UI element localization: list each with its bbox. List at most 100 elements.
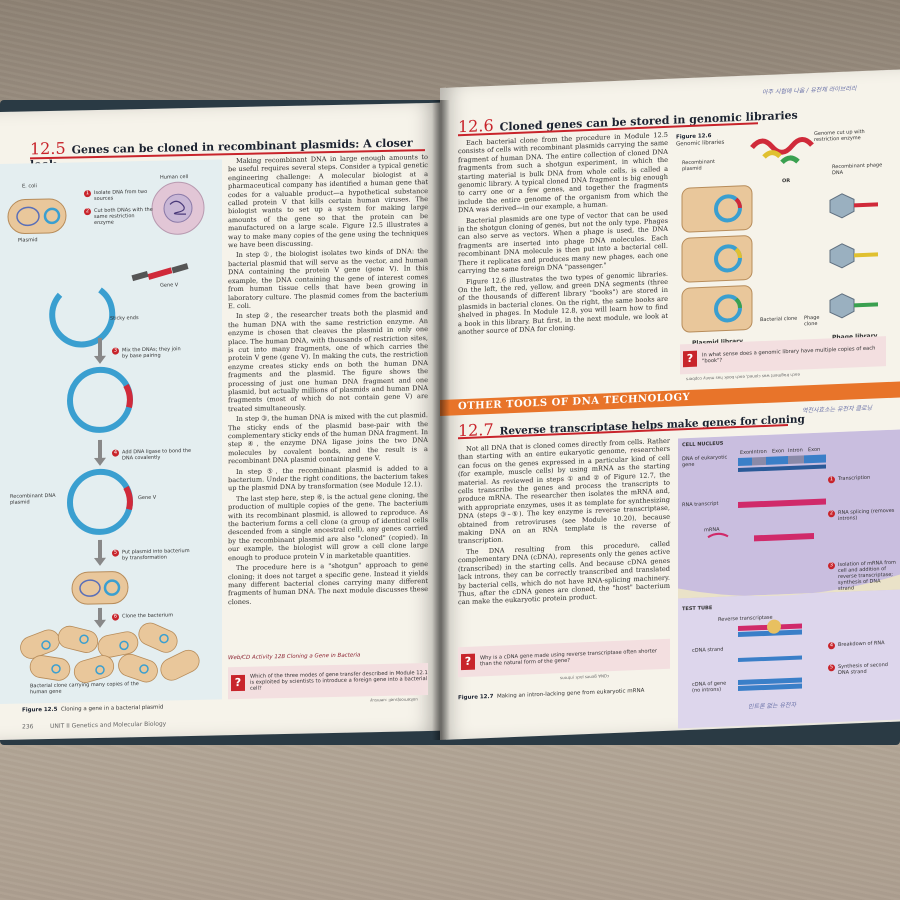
step-4-text: Add DNA ligase to bond the DNA covalentl… xyxy=(122,447,192,462)
label-recombinant-plasmid: Recombinant DNA plasmid xyxy=(10,492,56,506)
step-text: Synthesis of second DNA strand xyxy=(838,662,888,677)
question-mark-icon: ? xyxy=(231,674,245,692)
cut-plasmid xyxy=(49,287,116,348)
paragraph: Not all DNA that is cloned comes directl… xyxy=(458,436,670,546)
label-or: OR xyxy=(782,177,791,185)
label-recombinant-plasmid: Recombinant plasmid xyxy=(682,158,715,173)
step-1-text: Isolate DNA from two sources xyxy=(94,188,148,203)
step-2-text: Cut both DNAs with the same restriction … xyxy=(94,206,153,227)
caption-text: Cloning a gene in a bacterial plasmid xyxy=(60,704,164,713)
step-5-number: 5 xyxy=(112,549,119,557)
label-cdna-of-gene: cDNA of gene (no introns) xyxy=(692,680,727,694)
label-gene-v-2: Gene V xyxy=(138,494,157,502)
answer-footer: suoɹʇui ʞɔɐl sǝuǝƃ ∀NDɔ xyxy=(560,673,610,681)
label-test-tube: TEST TUBE xyxy=(682,605,713,613)
label-dna-gene: DNA of eukaryotic gene xyxy=(682,454,728,469)
paragraph: Each bacterial clone from the procedure … xyxy=(458,130,668,215)
body-text-12-5: Making recombinant DNA in large enough a… xyxy=(228,153,428,608)
step-1-number: 1 xyxy=(84,190,91,198)
question-text: Why is a cDNA gene made using reverse tr… xyxy=(480,648,658,668)
paragraph: The DNA resulting from this procedure, c… xyxy=(458,539,670,607)
paragraph: The procedure here is a "shotgun" approa… xyxy=(228,560,428,606)
paragraph: In step ②, the researcher treats both th… xyxy=(228,308,428,414)
step-number: 5 xyxy=(828,664,835,672)
step-text: RNA splicing (removes introns) xyxy=(838,507,895,523)
paragraph: In step ⑤, the recombinant plasmid is ad… xyxy=(228,463,428,493)
page-number: 236 xyxy=(22,723,34,731)
question-mark-icon: ? xyxy=(683,350,697,368)
label-ecoli: E. coli xyxy=(22,183,37,190)
label-plasmid: Plasmid xyxy=(18,237,38,244)
recombinant-plasmid xyxy=(67,468,133,535)
body-text-12-7: Not all DNA that is cloned comes directl… xyxy=(458,437,670,609)
step-2-number: 2 xyxy=(84,208,91,216)
question-mark-icon: ? xyxy=(461,653,475,671)
paragraph: The last step here, step ⑥, is the actua… xyxy=(228,490,428,562)
label-bacterial-clone: Bacterial clone carrying many copies of … xyxy=(30,681,139,696)
figure-12-7-caption: Figure 12.7 Making an intron-lacking gen… xyxy=(458,688,644,701)
question-text: Which of the three modes of gene transfe… xyxy=(250,670,428,692)
step-text: Breakdown of RNA xyxy=(838,640,885,649)
step-text: Isolation of mRNA from cell and addition… xyxy=(838,559,896,593)
step-number: 1 xyxy=(828,476,835,484)
handwritten-note: 역전사효소는 유전자 클로닝 xyxy=(802,404,873,415)
paragraph: Figure 12.6 illustrates the two types of… xyxy=(458,269,668,337)
phage-library-stack xyxy=(829,193,878,319)
step-6-number: 6 xyxy=(112,613,119,621)
label-mrna: mRNA xyxy=(704,526,720,534)
label-gene-v: Gene V xyxy=(160,282,179,289)
genomic-library-diagram xyxy=(681,136,878,333)
step-3-text: Mix the DNAs; they join by base pairing xyxy=(122,346,181,360)
step-3-number: 3 xyxy=(112,347,119,355)
label-phage-clone: Phage clone xyxy=(804,314,820,328)
step-number: 2 xyxy=(828,510,835,518)
handwritten-note: 아주 시험에 나옴 / 유전체 라이브러리 xyxy=(762,85,857,97)
check-question-box-12-7: ? Why is a cDNA gene made using reverse … xyxy=(458,638,670,678)
figure-12-5-panel: E. coli Human cell Plasmid Sticky ends G… xyxy=(0,159,222,705)
nucleus-shape xyxy=(163,193,193,223)
paragraph: In step ①, the biologist isolates two ki… xyxy=(228,247,428,311)
caption-label: Figure 12.7 xyxy=(458,693,494,702)
paragraph: Bacterial plasmids are one type of vecto… xyxy=(458,208,668,276)
paragraph: Making recombinant DNA in large enough a… xyxy=(228,153,428,250)
step-text: Transcription xyxy=(838,474,871,483)
running-head: UNIT II Genetics and Molecular Biology xyxy=(50,720,167,730)
label-recombinant-phage: Recombinant phage DNA xyxy=(832,162,883,177)
step-4-number: 4 xyxy=(112,449,119,457)
section-number: 12.5 xyxy=(30,138,66,159)
label-cdna-strand: cDNA strand xyxy=(692,646,724,654)
answer-footer: uoitemoojsueil :uemsuy xyxy=(370,697,418,704)
label-exon: Exon xyxy=(808,446,821,454)
figure-12-7-panel: CELL NUCLEUS DNA of eukaryotic gene Exon… xyxy=(678,429,900,729)
figure-12-6: Figure 12.6 Genomic libraries xyxy=(672,122,892,381)
web-activity-link: Web/CD Activity 12B Cloning a Gene in Ba… xyxy=(228,652,361,662)
figure-12-5-caption: Figure 12.5 Cloning a gene in a bacteria… xyxy=(22,705,163,714)
check-question-box: ? Which of the three modes of gene trans… xyxy=(228,663,428,700)
step-5-text: Put plasmid into bacterium by transforma… xyxy=(122,548,190,562)
paragraph: In step ③, the human DNA is mixed with t… xyxy=(228,411,428,466)
body-text-12-6: Each bacterial clone from the procedure … xyxy=(458,131,668,339)
step-number: 4 xyxy=(828,642,835,650)
handwritten-note: 인트론 없는 유전자 xyxy=(748,701,796,711)
label-human-cell: Human cell xyxy=(160,174,189,181)
step-number: 3 xyxy=(828,562,835,570)
book-gutter xyxy=(432,100,450,740)
plasmid-shape xyxy=(43,207,61,225)
label-exon: Exon xyxy=(772,448,785,455)
plasmid-library-stack xyxy=(681,185,753,333)
cloning-diagram xyxy=(7,181,205,683)
cdna-diagram xyxy=(678,429,900,692)
label-intron: Intron xyxy=(752,448,767,456)
bacterial-clone-cluster xyxy=(20,622,200,683)
gene-v-fragment xyxy=(147,267,173,280)
bacterial-chromosome xyxy=(16,206,40,227)
caption-text: Making an intron-lacking gene from eukar… xyxy=(496,687,645,700)
label-sticky-ends: Sticky ends xyxy=(110,315,139,322)
